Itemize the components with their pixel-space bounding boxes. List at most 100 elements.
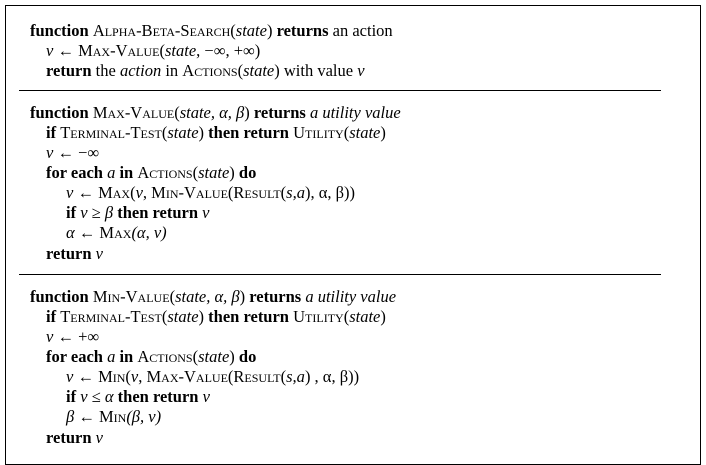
paren: ) [266, 21, 273, 40]
var-v: v [95, 244, 103, 263]
max-value-line-5: v ← Max(v, Min-Value(Result(s,a), α, β)) [66, 183, 355, 203]
keyword-return: return [46, 428, 92, 447]
call-terminal-test: Terminal-Test [60, 123, 162, 142]
assign-arrow: ← [53, 143, 79, 162]
call-result: Result [233, 183, 281, 202]
keyword-in: in [119, 347, 134, 366]
min-value-line-2: if Terminal-Test(state) then return Util… [46, 307, 386, 327]
keyword-if: if [66, 203, 77, 222]
args-s-a: s,a [286, 367, 305, 386]
keyword-function: function [30, 287, 89, 306]
alpha-beta-search-line-3: return the action in Actions(state) with… [46, 61, 365, 81]
args-infinity: , −∞, +∞) [196, 41, 261, 60]
paren: ( [343, 123, 350, 142]
paren: ( [230, 21, 236, 40]
call-actions: Actions [137, 347, 193, 366]
keyword-if: if [66, 387, 77, 406]
param-state: state [235, 21, 267, 40]
op-leq: ≤ [87, 387, 105, 406]
paren: ( [227, 367, 234, 386]
var-beta: β [104, 203, 114, 222]
value-pos-infinity: +∞ [78, 327, 100, 346]
return-description: an action [332, 21, 393, 40]
keyword-returns: returns [276, 21, 329, 40]
paren: ( [343, 307, 350, 326]
arg-state: state [349, 307, 381, 326]
paren: ) [198, 307, 205, 326]
call-result: Result [233, 367, 281, 386]
keyword-returns: returns [253, 103, 306, 122]
alpha-beta-search-header: function Alpha-Beta-Search(state) return… [30, 21, 393, 41]
text-in: in [161, 61, 183, 80]
paren: ( [130, 183, 136, 202]
paren: ( [161, 123, 168, 142]
var-v: v [80, 203, 88, 222]
paren: ( [227, 183, 234, 202]
comma: , [138, 367, 147, 386]
text-the: the [91, 61, 120, 80]
value-neg-infinity: −∞ [78, 143, 100, 162]
max-value-line-4: for each a in Actions(state) do [46, 163, 256, 183]
keyword-returns: returns [249, 287, 302, 306]
algorithm-box: function Alpha-Beta-Search(state) return… [5, 5, 701, 465]
text-with-value: with value [279, 61, 358, 80]
max-value-line-3: v ← −∞ [46, 143, 99, 163]
alpha-beta-search-line-2: v ← Max-Value(state, −∞, +∞) [46, 41, 260, 61]
paren: ( [237, 61, 244, 80]
call-utility: Utility [293, 307, 344, 326]
section-divider-2 [19, 274, 661, 275]
min-value-line-5: v ← Min(v, Max-Value(Result(s,a) , α, β)… [66, 367, 359, 387]
call-min: Min [98, 407, 127, 426]
args-s-a: s,a [286, 183, 305, 202]
assign-arrow: ← [74, 407, 99, 426]
keyword-then-return: then return [117, 203, 199, 222]
arg-state: state [198, 163, 230, 182]
var-v: v [66, 367, 74, 386]
keyword-for-each: for each [46, 347, 103, 366]
max-value-line-6: if v ≥ β then return v [66, 203, 209, 223]
call-max: Max [99, 223, 132, 242]
paren: ( [125, 367, 131, 386]
keyword-then-return: then return [208, 123, 289, 142]
keyword-if: if [46, 123, 57, 142]
args-tail: ) , α, β)) [304, 367, 360, 386]
paren: ( [169, 287, 176, 306]
var-v: v [202, 203, 210, 222]
var-v: v [66, 183, 74, 202]
arg-state: state [164, 41, 197, 60]
function-name: Max-Value [92, 103, 175, 122]
var-v: v [46, 41, 54, 60]
assign-arrow: ← [74, 223, 100, 242]
var-v: v [357, 61, 365, 80]
arg-state: state [167, 123, 199, 142]
var-beta: β [66, 407, 75, 426]
call-actions: Actions [137, 163, 193, 182]
var-v: v [80, 387, 88, 406]
min-value-line-6: if v ≤ α then return v [66, 387, 210, 407]
var-v: v [135, 183, 143, 202]
var-a: a [107, 347, 116, 366]
keyword-do: do [238, 163, 257, 182]
assign-arrow: ← [53, 41, 79, 60]
var-v: v [202, 387, 210, 406]
keyword-return: return [46, 61, 92, 80]
paren: ( [161, 307, 168, 326]
min-value-header: function Min-Value(state, α, β) returns … [30, 287, 396, 307]
paren: ) [239, 287, 246, 306]
max-value-line-7: α ← Max(α, v) [66, 223, 167, 243]
var-alpha: α [104, 387, 114, 406]
paren: ( [280, 367, 287, 386]
paren: ( [174, 103, 180, 122]
call-min: Min [98, 367, 126, 386]
arg-state: state [243, 61, 275, 80]
min-value-line-3: v ← +∞ [46, 327, 99, 347]
min-value-line-4: for each a in Actions(state) do [46, 347, 256, 367]
max-value-header: function Max-Value(state, α, β) returns … [30, 103, 401, 123]
var-v: v [95, 428, 103, 447]
function-name: Min-Value [92, 287, 170, 306]
arg-state: state [198, 347, 230, 366]
call-max-value: Max-Value [78, 41, 160, 60]
return-description: a utility value [309, 103, 401, 122]
call-actions: Actions [182, 61, 238, 80]
paren: ) [380, 123, 386, 142]
